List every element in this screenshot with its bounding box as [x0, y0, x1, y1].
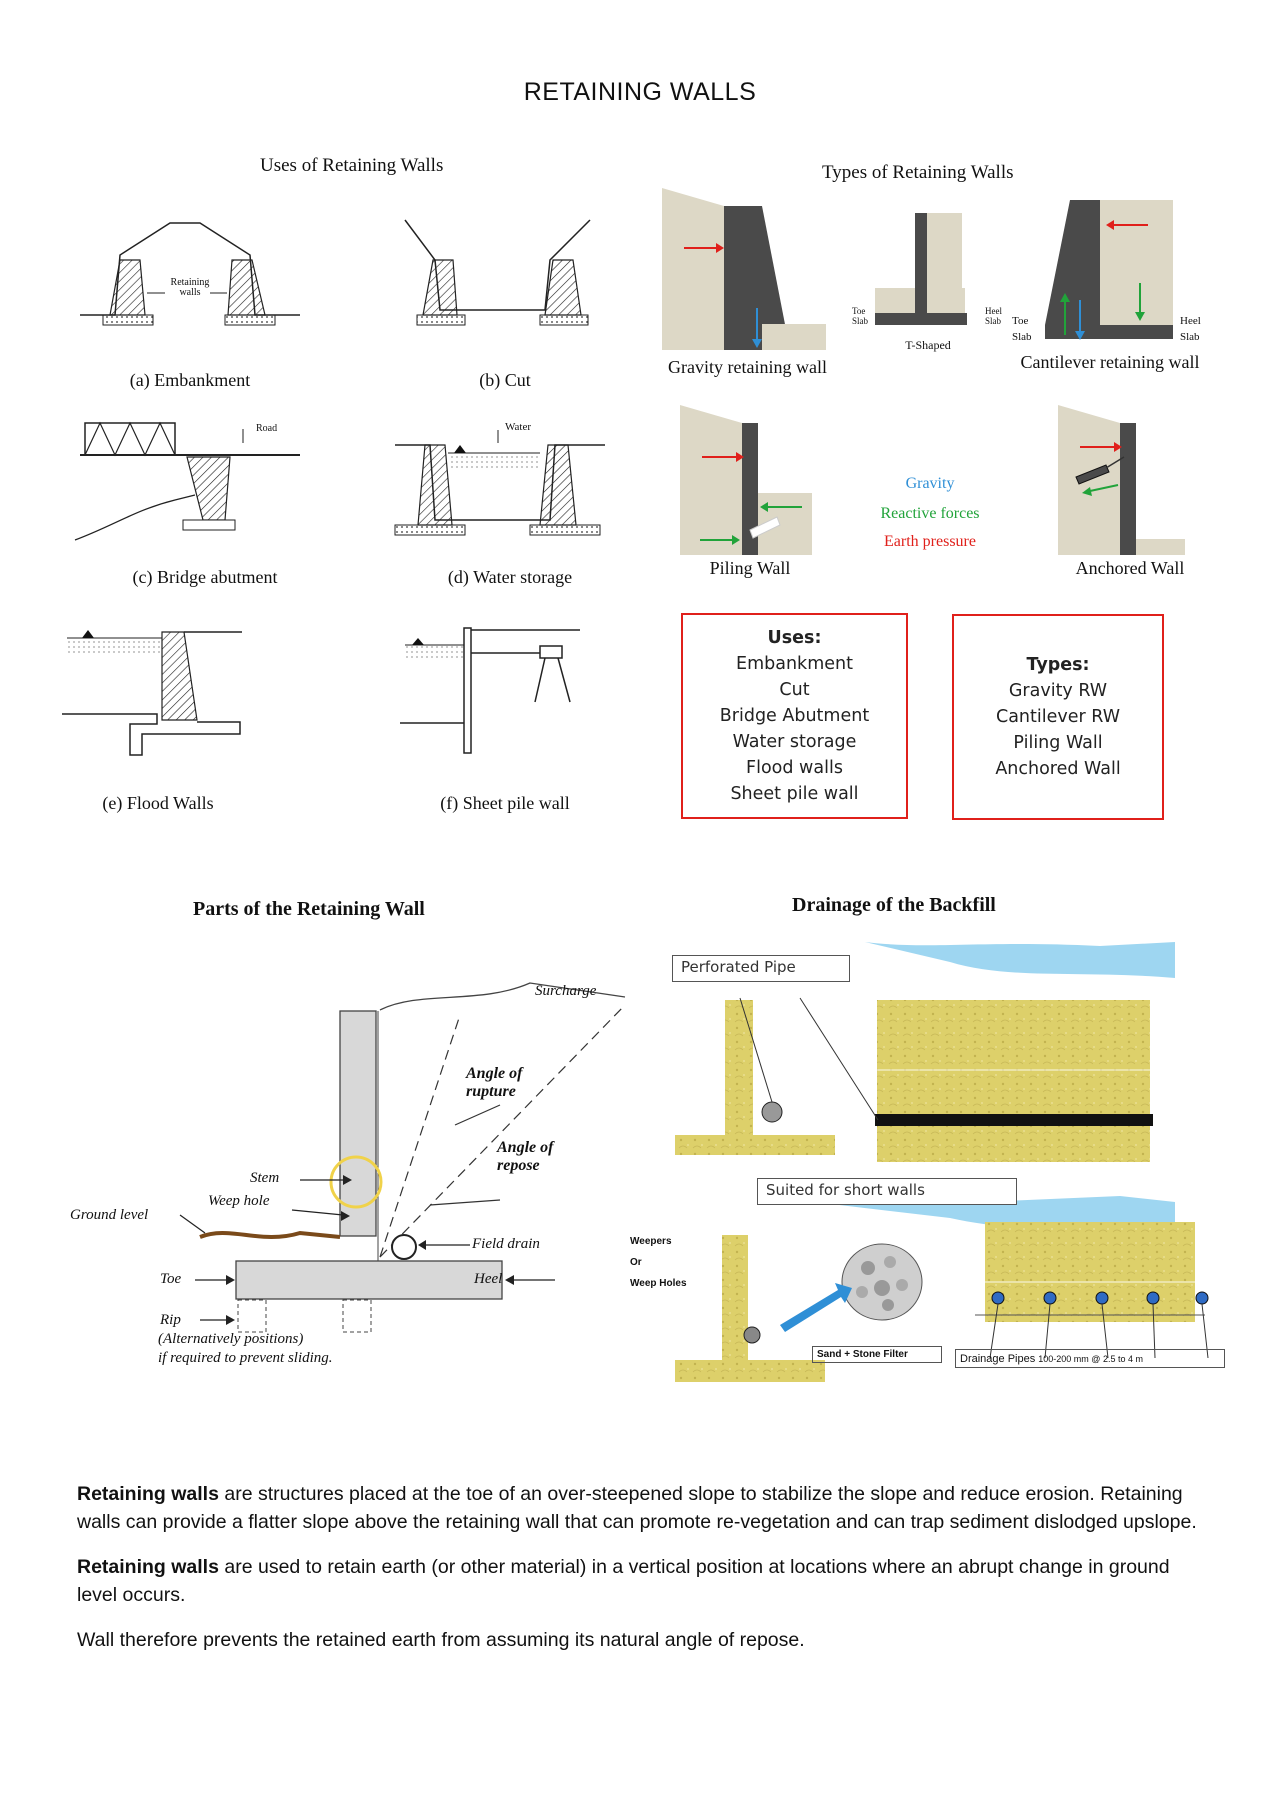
paragraph: Retaining walls are structures placed at…: [77, 1480, 1207, 1536]
angle-repose-label-2: repose: [497, 1157, 540, 1174]
piling-wall-diagram: [680, 405, 812, 555]
road-label: Road: [256, 423, 278, 434]
cant-heel-slab-label: Slab: [1180, 331, 1200, 343]
field-drain-label: Field drain: [472, 1236, 540, 1252]
perforated-pipe-label: Perforated Pipe: [672, 955, 850, 982]
caption-piling: Piling Wall: [709, 558, 791, 578]
toe-label: Toe: [160, 1271, 182, 1287]
caption-t-shaped: T-Shaped: [905, 338, 951, 352]
types-box-item: Gravity RW: [1008, 681, 1108, 701]
or-label: Or: [630, 1257, 642, 1268]
caption-anchored: Anchored Wall: [1075, 558, 1185, 578]
uses-box-item: Water storage: [732, 732, 857, 752]
embankment-diagram: [80, 222, 300, 326]
caption-gravity: Gravity retaining wall: [668, 357, 827, 377]
types-box-item: Cantilever RW: [995, 707, 1121, 727]
caption-bridge-abutment: (c) Bridge abutment: [132, 567, 278, 587]
legend-gravity: Gravity: [905, 475, 955, 492]
caption-water-storage: (d) Water storage: [447, 567, 573, 587]
ground-level-label: Ground level: [70, 1207, 149, 1223]
drainage-pipes-text: Drainage Pipes: [960, 1353, 1036, 1365]
paragraph-text: are used to retain earth (or other mater…: [77, 1556, 1170, 1606]
uses-title: Uses of Retaining Walls: [260, 155, 444, 176]
caption-sheet-pile-wall: (f) Sheet pile wall: [440, 793, 570, 813]
filter-label: Sand + Stone Filter: [812, 1346, 942, 1363]
retaining-walls-label: Retaining walls: [170, 277, 210, 298]
legend-earth-pressure: Earth pressure: [884, 533, 976, 550]
water-storage-diagram: [394, 430, 605, 536]
water-label: Water: [505, 421, 531, 433]
short-walls-label: Suited for short walls: [757, 1178, 1017, 1205]
t-heel-slab-label: Heel Slab: [985, 306, 1002, 326]
caption-embankment: (a) Embankment: [129, 370, 251, 390]
paragraph-bold: Retaining walls: [77, 1556, 219, 1578]
anchored-wall-diagram: [1058, 405, 1185, 555]
uses-box-item: Bridge Abutment: [719, 706, 870, 726]
angle-rupture-label-2: rupture: [466, 1083, 516, 1100]
angle-rupture-label-1: Angle of: [466, 1065, 523, 1082]
body-text: Retaining walls are structures placed at…: [77, 1480, 1207, 1671]
page-title: RETAINING WALLS: [523, 78, 757, 106]
caption-cut: (b) Cut: [479, 370, 531, 390]
uses-box-item: Embankment: [736, 654, 853, 674]
legend-reactive: Reactive forces: [880, 505, 980, 522]
weep-hole-label: Weep hole: [208, 1193, 270, 1209]
types-title: Types of Retaining Walls: [822, 162, 1014, 183]
uses-box-item: Sheet pile wall: [730, 784, 859, 804]
uses-box-item: Cut: [779, 680, 810, 700]
caption-cantilever: Cantilever retaining wall: [1020, 352, 1200, 372]
gravity-wall-diagram: [662, 188, 826, 350]
weepers-label: Weepers: [630, 1236, 672, 1247]
drainage-title: Drainage of the Backfill: [792, 894, 996, 916]
stem-label: Stem: [250, 1170, 280, 1186]
drainage-pipes-spec: 100-200 mm @ 2.5 to 4 m: [1038, 1354, 1143, 1364]
t-shaped-diagram: [875, 213, 967, 325]
drainage-pipes-label: Drainage Pipes 100-200 mm @ 2.5 to 4 m: [955, 1349, 1225, 1368]
paragraph-bold: Retaining walls: [77, 1483, 219, 1505]
flood-walls-diagram: [62, 630, 242, 756]
paragraph-text: Wall therefore prevents the retained ear…: [77, 1629, 805, 1651]
uses-box-item: Flood walls: [746, 758, 843, 778]
heel-label: Heel: [474, 1271, 503, 1287]
drainage-diagram: [675, 942, 1209, 1382]
parts-title: Parts of the Retaining Wall: [193, 898, 425, 920]
cant-slab-label: Slab: [1012, 331, 1032, 343]
types-box-item: Piling Wall: [1013, 733, 1103, 753]
surcharge-label: Surcharge: [535, 983, 597, 999]
cantilever-wall-diagram: [1045, 200, 1173, 340]
angle-repose-label-1: Angle of: [497, 1139, 554, 1156]
t-toe-slab-label: Toe Slab: [852, 306, 869, 326]
uses-box-heading: Uses:: [767, 628, 822, 648]
cant-toe-label: Toe: [1012, 315, 1029, 327]
rip-note-1: (Alternatively positions): [158, 1331, 304, 1347]
parts-diagram: [179, 982, 626, 1333]
cant-heel-label: Heel: [1180, 315, 1201, 327]
bridge-abutment-diagram: [74, 421, 300, 541]
uses-summary-box: Uses: Embankment Cut Bridge Abutment Wat…: [681, 613, 908, 819]
cut-diagram: [404, 219, 591, 326]
types-box-heading: Types:: [1026, 655, 1090, 675]
paragraph: Retaining walls are used to retain earth…: [77, 1553, 1207, 1609]
paragraph-text: are structures placed at the toe of an o…: [77, 1483, 1197, 1533]
sheet-pile-diagram: [400, 627, 580, 754]
types-box-item: Anchored Wall: [995, 759, 1121, 779]
paragraph: Wall therefore prevents the retained ear…: [77, 1626, 1207, 1654]
caption-flood-walls: (e) Flood Walls: [102, 793, 214, 813]
rip-note-2: if required to prevent sliding.: [158, 1350, 333, 1366]
rip-label: Rip: [160, 1312, 181, 1328]
weep-holes-label: Weep Holes: [630, 1278, 687, 1289]
types-summary-box: Types: Gravity RW Cantilever RW Piling W…: [952, 614, 1164, 820]
